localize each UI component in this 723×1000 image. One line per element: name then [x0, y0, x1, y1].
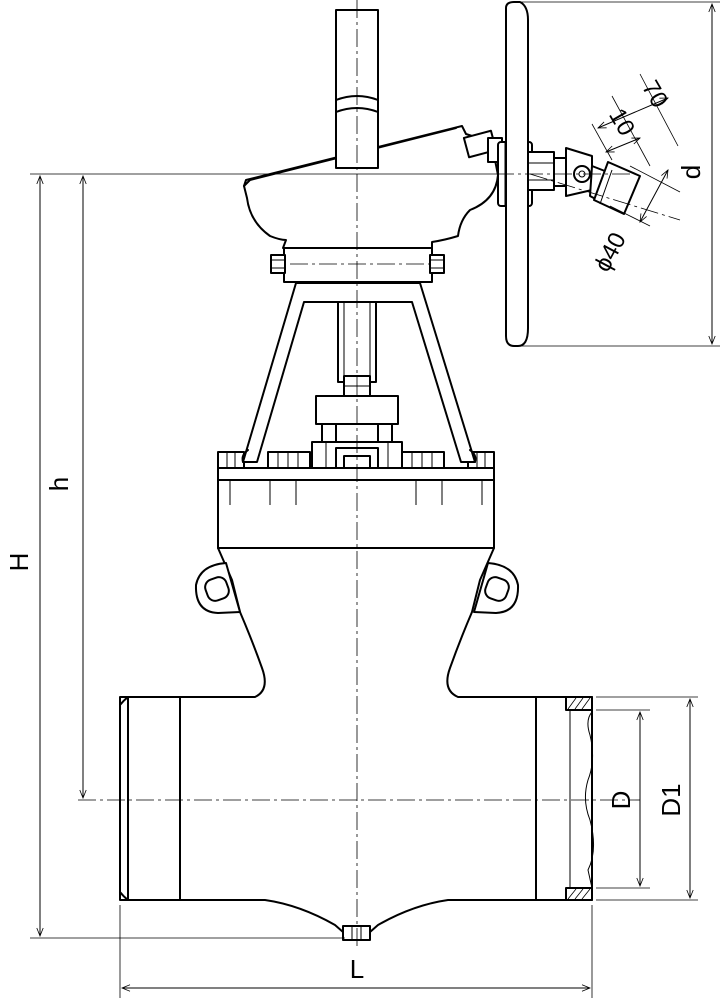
gearbox [243, 125, 533, 249]
label-70: 70 [636, 76, 673, 113]
shaft-coupling [593, 161, 641, 215]
valve-body [119, 547, 594, 941]
label-D: D [606, 791, 636, 810]
left-weld-end [119, 696, 181, 901]
dim-70-line [598, 97, 668, 129]
label-10: 10 [603, 104, 640, 141]
dimension-lines [30, 1, 720, 998]
yoke-top-plate [283, 247, 433, 283]
drain-plug [342, 925, 371, 941]
label-h: h [44, 477, 74, 491]
label-H: H [4, 553, 34, 572]
drive-shaft-joint [527, 147, 641, 215]
label-D1: D1 [656, 783, 686, 816]
right-weld-end [535, 696, 593, 901]
right-lifting-lug [473, 562, 520, 614]
bonnet [217, 247, 495, 549]
bonnet-flange [217, 467, 495, 549]
dim-10-line [606, 137, 640, 153]
label-phi40: ϕ40 [589, 228, 632, 276]
dim-phi40-line [640, 170, 668, 222]
label-L: L [350, 954, 364, 984]
handwheel-rim [505, 1, 529, 347]
label-d: d [676, 165, 706, 179]
left-lifting-lug [194, 562, 241, 614]
handwheel [505, 1, 529, 347]
bonnet-nuts [217, 451, 495, 469]
